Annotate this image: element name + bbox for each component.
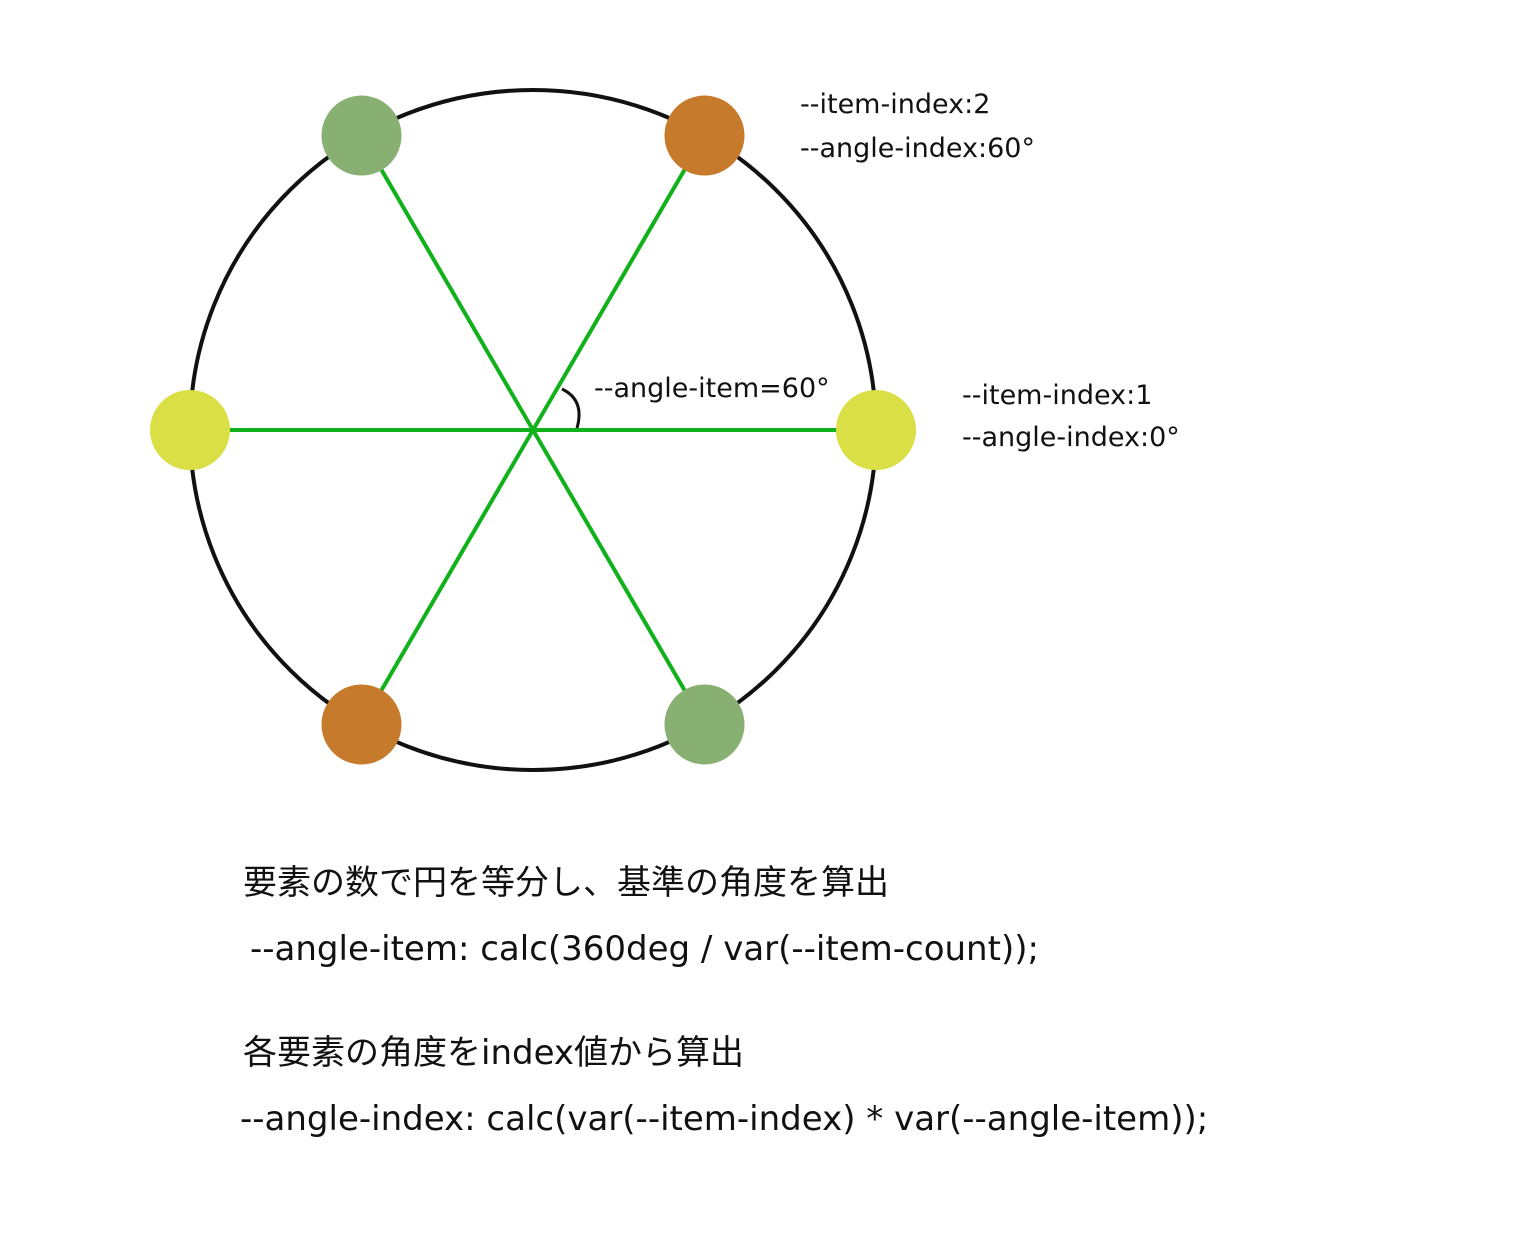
item-dot-5 [664, 684, 745, 765]
spokes [190, 134, 876, 726]
item-dot-1 [664, 95, 745, 176]
items [150, 95, 916, 765]
item-dot-4 [321, 684, 402, 765]
item-dot-0 [836, 390, 916, 470]
item1-index-label: --item-index:1 [962, 380, 1153, 411]
item-dot-2 [321, 95, 402, 176]
item-dot-3 [150, 390, 230, 470]
heading-angle-from-index: 各要素の角度をindex値から算出 [243, 1033, 745, 1073]
item2-angle-label: --angle-index:60° [800, 133, 1035, 164]
circle-diagram [150, 88, 916, 772]
spoke-line [359, 134, 707, 726]
code-angle-index: --angle-index: calc(var(--item-index) * … [240, 1099, 1209, 1139]
angle-item-label: --angle-item=60° [594, 373, 830, 404]
item2-index-label: --item-index:2 [800, 89, 991, 120]
heading-divide-circle: 要素の数で円を等分し、基準の角度を算出 [243, 863, 889, 903]
code-angle-item: --angle-item: calc(360deg / var(--item-c… [250, 929, 1039, 969]
angle-arc [561, 387, 581, 429]
item1-angle-label: --angle-index:0° [962, 422, 1180, 453]
